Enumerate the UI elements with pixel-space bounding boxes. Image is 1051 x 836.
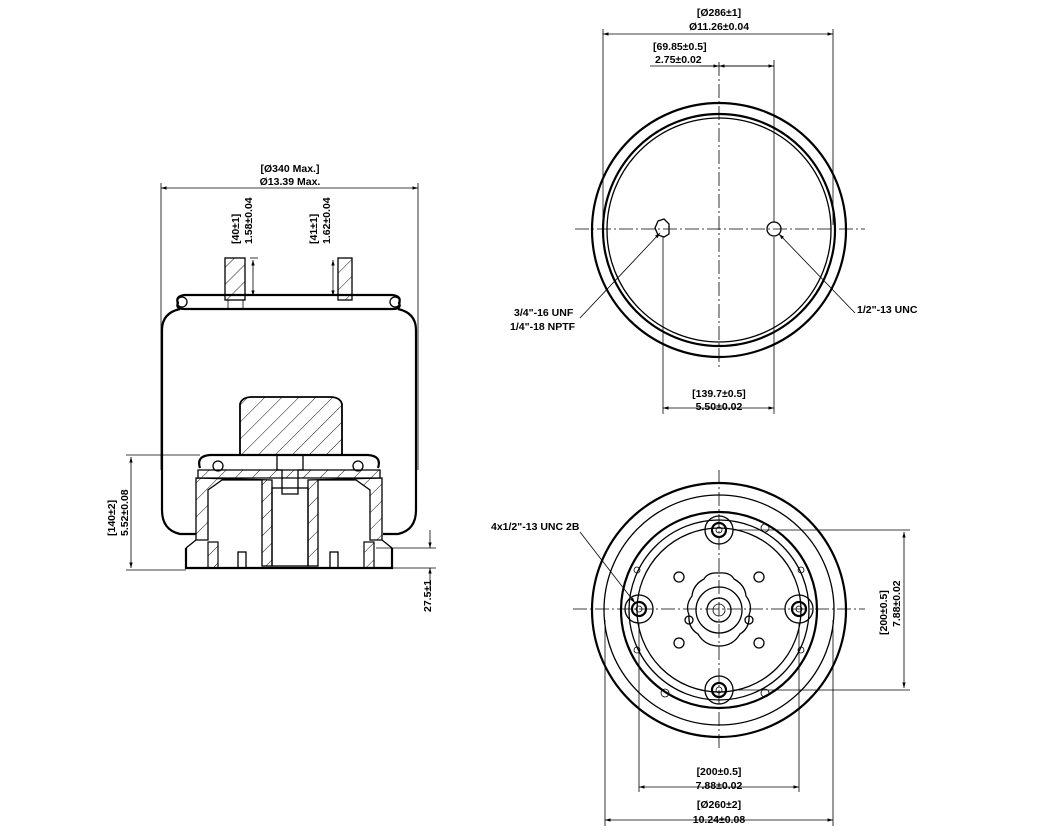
bellows-left	[160, 307, 196, 536]
hub-outline	[686, 572, 752, 647]
bottom-stud-dim: 27.5±1	[422, 580, 434, 612]
leader-port-right	[778, 233, 856, 314]
offset-mm: [69.85±0.5]	[653, 41, 707, 53]
port-right-label: 1/2"-13 UNC	[857, 304, 918, 316]
stud2-in: 1.62±0.04	[321, 197, 333, 244]
port-left-label-2: 1/4"-18 NPTF	[510, 321, 576, 333]
top-bead-plate	[176, 293, 401, 311]
piston-left	[195, 477, 273, 567]
base-dia-in: 10.24±0.08	[693, 814, 746, 826]
base-stud-right	[363, 541, 375, 569]
bolt-v-mm: [200±0.5]	[878, 590, 890, 635]
top-outer-dia-in: Ø11.26±0.04	[689, 21, 749, 33]
bolt-h-mm: [200±0.5]	[697, 766, 742, 778]
port-left-label-1: 3/4"-16 UNF	[514, 307, 574, 319]
overall-dia-mm: [Ø340 Max.]	[261, 163, 320, 175]
spacing-mm: [139.7±0.5]	[692, 388, 746, 400]
bead-left	[176, 296, 188, 308]
hub-bore	[706, 597, 732, 623]
piston-core	[271, 487, 309, 567]
base-dia-mm: [Ø260±2]	[697, 799, 741, 811]
leader-port-left	[579, 232, 661, 319]
piston-top	[197, 469, 381, 479]
base-stud-left	[207, 541, 219, 569]
top-view: [Ø286±1] Ø11.26±0.04 [69.85±0.5] 2.75±0.…	[510, 7, 918, 414]
thread-leader	[579, 531, 636, 604]
offset-in: 2.75±0.02	[655, 54, 702, 66]
piston-base	[184, 548, 394, 570]
top-outer-dia-mm: [Ø286±1]	[697, 7, 741, 19]
center-fitting	[276, 454, 304, 495]
overall-dia-in: Ø13.39 Max.	[260, 176, 321, 188]
stud2-mm: [41±1]	[308, 214, 320, 244]
bumper	[239, 396, 343, 456]
small-holes	[633, 523, 805, 698]
port-left	[654, 218, 670, 238]
stud-right	[337, 257, 353, 301]
spacing-in: 5.50±0.02	[696, 401, 743, 413]
stud1-mm: [40±1]	[230, 214, 242, 244]
stud1-in: 1.58±0.04	[243, 197, 255, 244]
bottom-view: [200±0.5] 7.88±0.02 [200±0.5] 7.88±0.02 …	[491, 470, 910, 826]
bolt-boss-bottom	[704, 675, 734, 705]
side-view: [Ø340 Max.] Ø13.39 Max. [40±1] 1.58±0.04…	[106, 163, 436, 612]
bolt-v-in: 7.88±0.02	[891, 580, 903, 627]
stud-left	[224, 257, 246, 301]
bellows-right	[383, 307, 418, 536]
hub-ring	[695, 586, 743, 634]
height-in: 5.52±0.08	[119, 489, 131, 536]
height-mm: [140±2]	[106, 500, 118, 536]
bead-right	[389, 296, 401, 308]
thread-label: 4x1/2"-13 UNC 2B	[491, 521, 580, 533]
bolt-h-in: 7.88±0.02	[696, 780, 743, 792]
